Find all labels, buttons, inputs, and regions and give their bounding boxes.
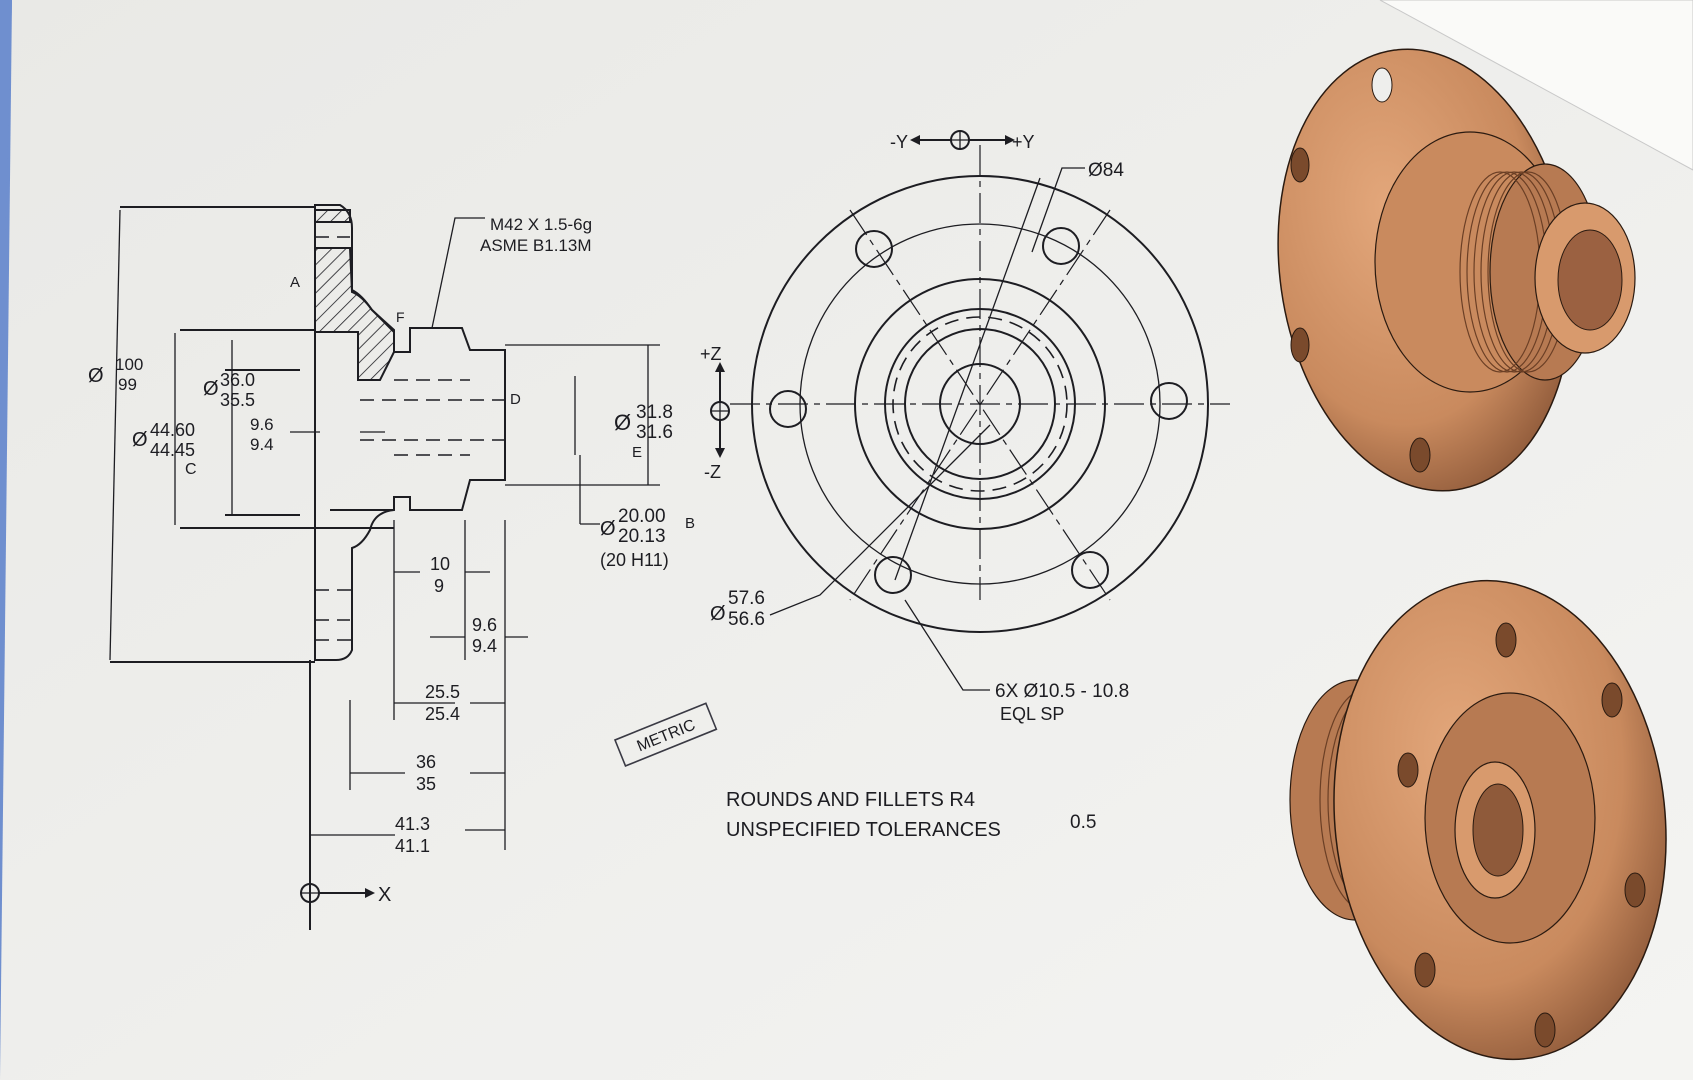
hub-dia-symbol: Ø bbox=[203, 378, 219, 400]
center-dia-upper: 57.6 bbox=[728, 588, 765, 609]
thread-len-upper: 10 bbox=[430, 554, 450, 574]
notes: ROUNDS AND FILLETS R4 UNSPECIFIED TOLERA… bbox=[726, 789, 1096, 841]
note-unspecified-tolerances: UNSPECIFIED TOLERANCES bbox=[726, 819, 1001, 841]
label-d: D bbox=[510, 391, 521, 408]
len-41-lower: 41.1 bbox=[395, 836, 430, 856]
label-c: C bbox=[185, 461, 197, 478]
bore-dia-upper: 20.00 bbox=[618, 506, 666, 527]
bore-depth-upper: 9.6 bbox=[250, 415, 274, 434]
thread-callout-line2: ASME B1.13M bbox=[480, 236, 592, 255]
axis-neg-y: -Y bbox=[890, 132, 908, 152]
thread-callout-line1: M42 X 1.5-6g bbox=[490, 215, 592, 234]
hub-dia-upper: 36.0 bbox=[220, 370, 255, 390]
bolt-circle-dia: Ø84 bbox=[1088, 160, 1124, 181]
part-render-top bbox=[1277, 48, 1636, 492]
thread-len-lower: 9 bbox=[434, 576, 444, 596]
bore-dia-lower: 20.13 bbox=[618, 526, 666, 547]
page-curl bbox=[1379, 0, 1693, 171]
flange-dia-symbol: Ø bbox=[132, 429, 148, 451]
end-view-labels: -Y +Y +Z -Z Ø84 Ø 57.6 56.6 6X Ø10.5 - 1… bbox=[700, 132, 1129, 724]
hatched-section-top bbox=[314, 209, 395, 381]
len-36-upper: 36 bbox=[416, 752, 436, 772]
end-view bbox=[710, 130, 1230, 691]
center-dia-symbol: Ø bbox=[710, 603, 726, 625]
bore-fit: (20 H11) bbox=[600, 550, 669, 570]
len-41-upper: 41.3 bbox=[395, 814, 430, 834]
binding-edge bbox=[0, 0, 12, 420]
note-rounds-fillets: ROUNDS AND FILLETS R4 bbox=[726, 789, 975, 811]
thread-dia-symbol: Ø bbox=[614, 410, 631, 435]
holes-callout-line2: EQL SP bbox=[1000, 704, 1064, 724]
center-dia-lower: 56.6 bbox=[728, 609, 765, 630]
section-dimensions: M42 X 1.5-6g ASME B1.13M A F D E B C Ø 1… bbox=[88, 215, 695, 906]
len-25-upper: 25.5 bbox=[425, 682, 460, 702]
thread-dia-lower: 31.6 bbox=[636, 422, 673, 443]
flange-dia-lower: 44.45 bbox=[150, 440, 195, 460]
hub-dia-lower: 35.5 bbox=[220, 390, 255, 410]
outer-dia-symbol: Ø bbox=[88, 365, 104, 387]
part-render-bottom bbox=[1289, 579, 1667, 1061]
axis-pos-y: +Y bbox=[1012, 132, 1035, 152]
bore-depth-lower: 9.4 bbox=[250, 435, 274, 454]
label-a: A bbox=[290, 274, 300, 291]
len-25-lower: 25.4 bbox=[425, 704, 460, 724]
axis-neg-z: -Z bbox=[704, 462, 721, 482]
x-axis-label: X bbox=[378, 884, 391, 906]
shoulder-lower: 9.4 bbox=[472, 636, 497, 656]
label-e: E bbox=[632, 444, 642, 461]
outer-dia-upper: 100 bbox=[115, 355, 143, 374]
shoulder-upper: 9.6 bbox=[472, 615, 497, 635]
label-b: B bbox=[685, 515, 695, 532]
flange-dia-upper: 44.60 bbox=[150, 420, 195, 440]
bolt-holes bbox=[769, 227, 1188, 594]
thread-dia-upper: 31.8 bbox=[636, 402, 673, 423]
len-36-lower: 35 bbox=[416, 774, 436, 794]
label-f: F bbox=[396, 309, 405, 325]
section-view bbox=[109, 204, 660, 930]
bore-dia-symbol: Ø bbox=[600, 518, 616, 540]
note-tolerance-value: 0.5 bbox=[1070, 812, 1096, 833]
axis-pos-z: +Z bbox=[700, 344, 722, 364]
holes-callout-line1: 6X Ø10.5 - 10.8 bbox=[995, 681, 1129, 702]
outer-dia-lower: 99 bbox=[118, 375, 137, 394]
